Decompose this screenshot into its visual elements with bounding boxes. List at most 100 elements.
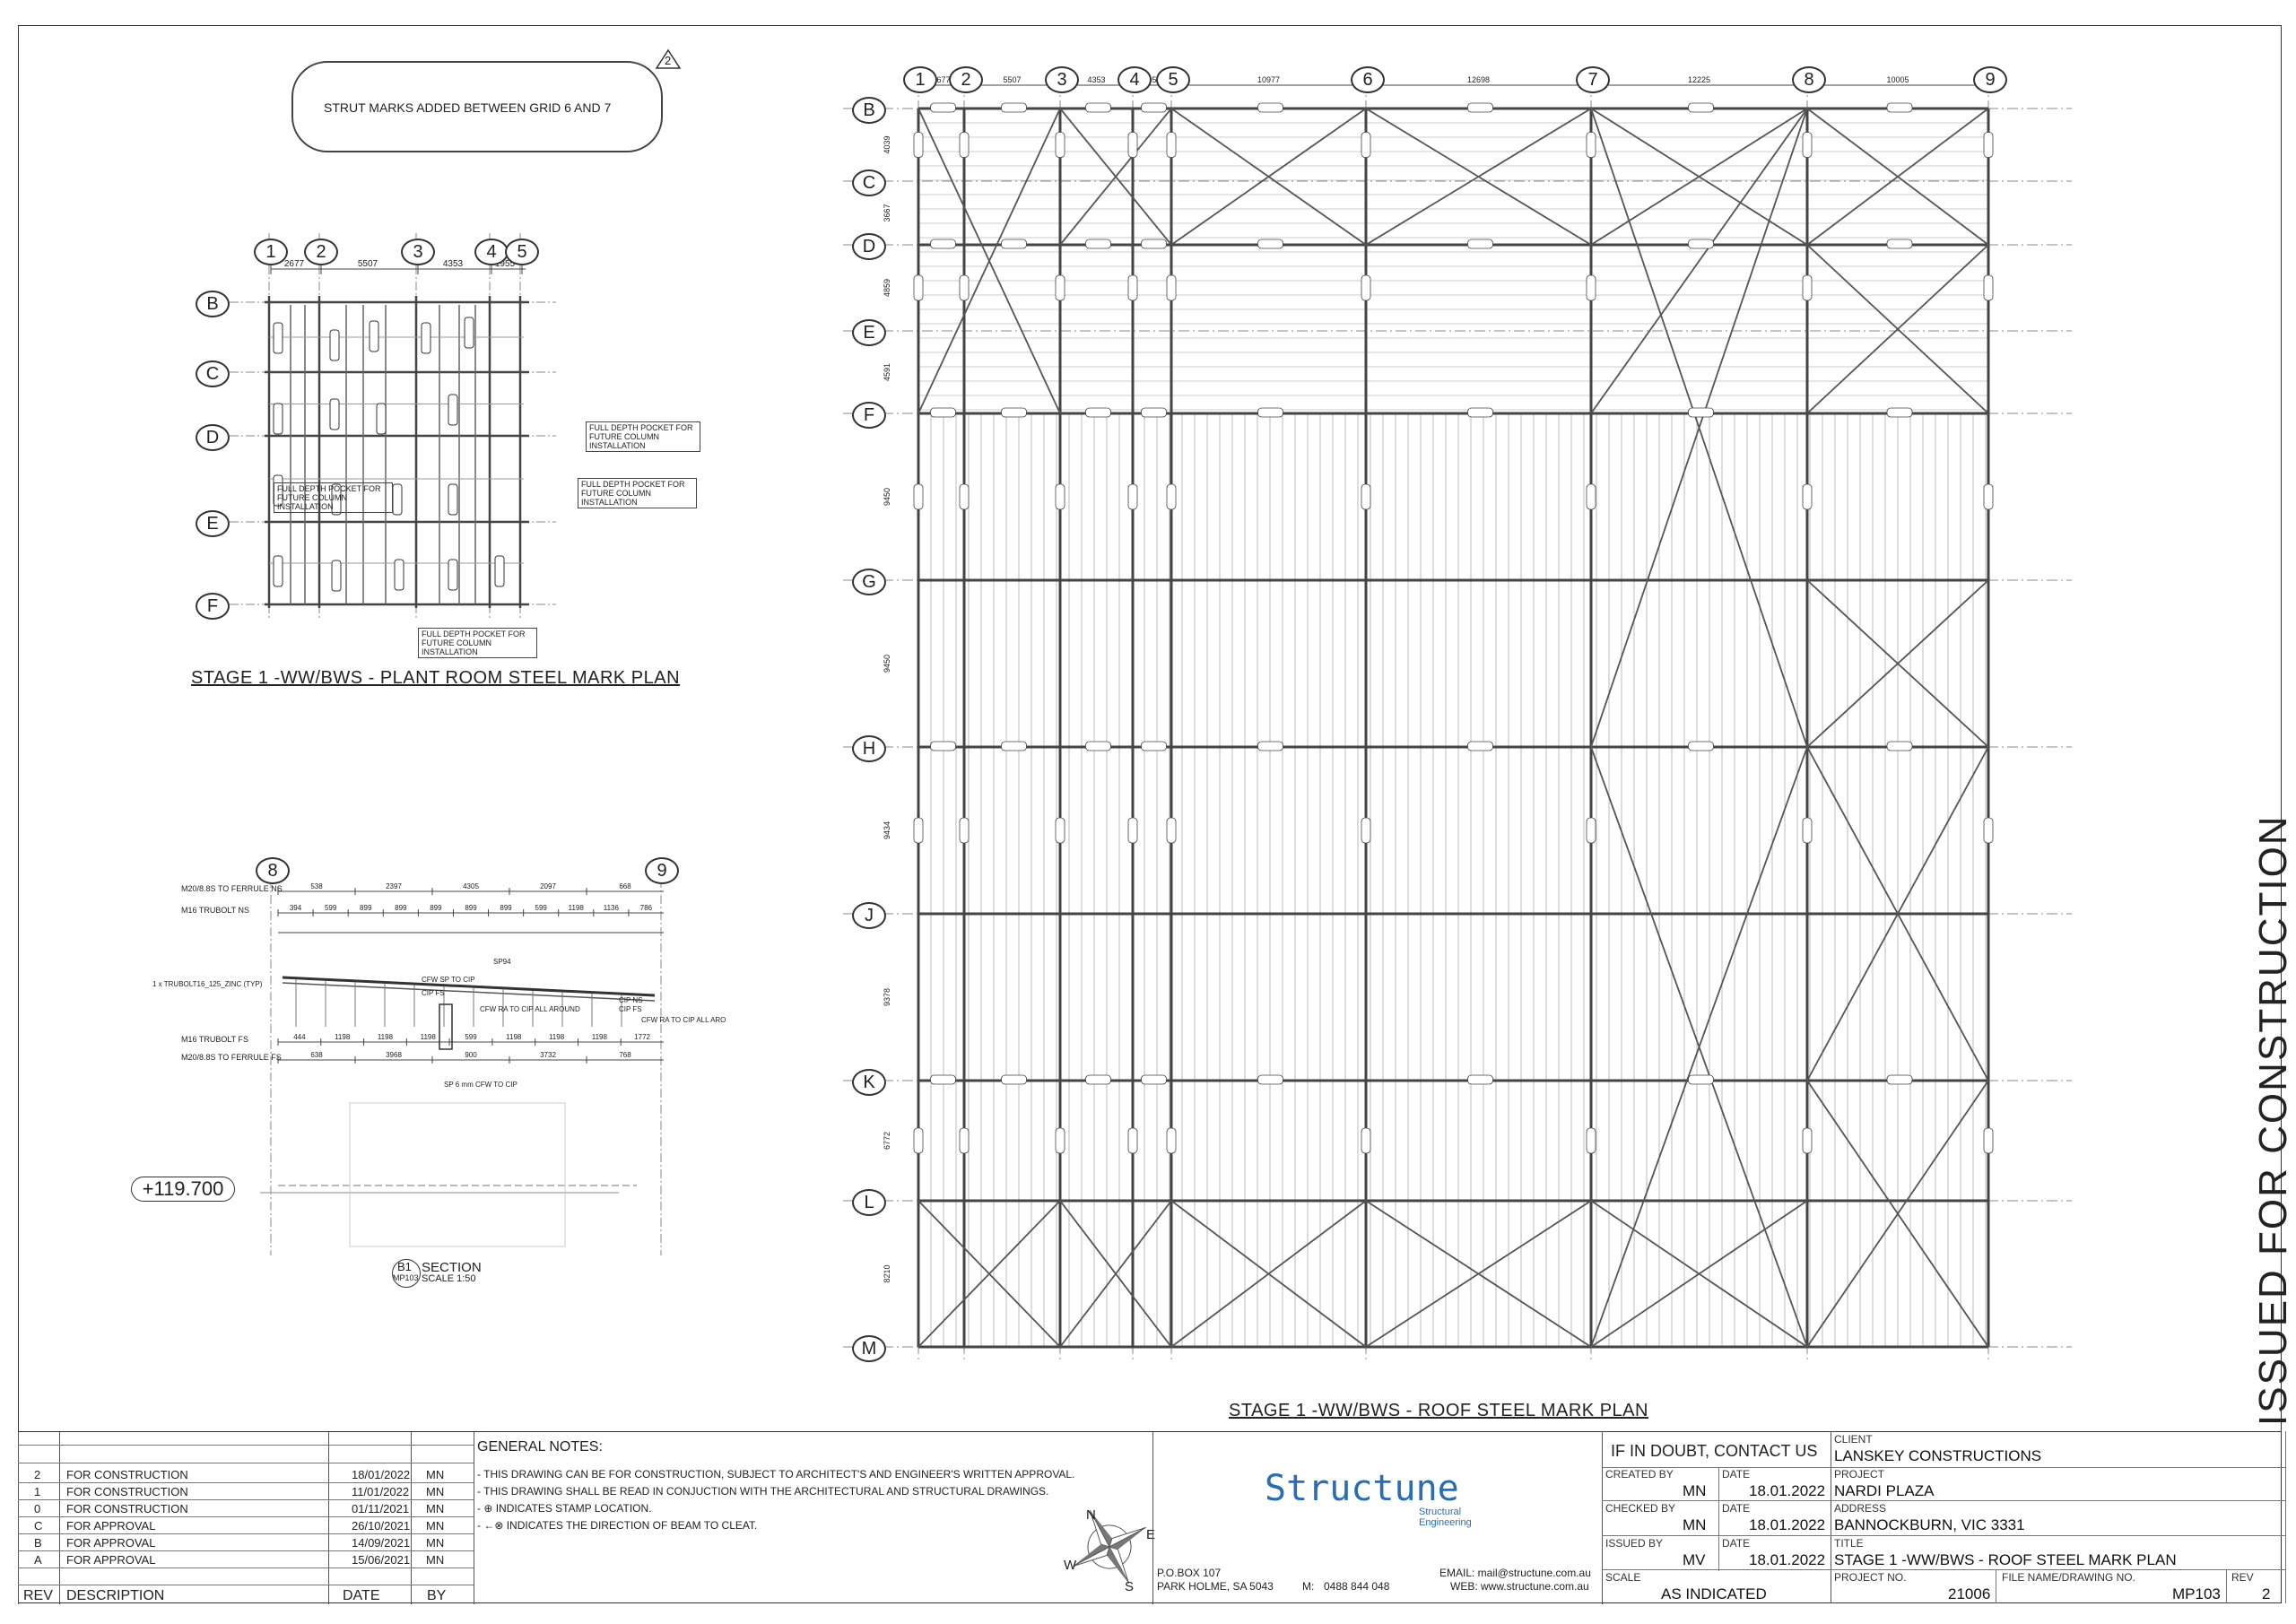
project-no-label: PROJECT NO. xyxy=(1834,1571,1907,1584)
plant-dim-x: 4353 xyxy=(443,259,464,269)
project: NARDI PLAZA xyxy=(1834,1482,1935,1499)
revision-rev: A xyxy=(34,1553,42,1567)
plant-grid-x-5: 5 xyxy=(505,239,539,265)
general-note-2: - THIS DRAWING SHALL BE READ IN CONJUCTI… xyxy=(477,1485,1049,1498)
date-2: 18.01.2022 xyxy=(1749,1516,1826,1533)
date-label-3: DATE xyxy=(1722,1537,1751,1550)
general-note-1: - THIS DRAWING CAN BE FOR CONSTRUCTION, … xyxy=(477,1468,1075,1481)
section-dim: 1198 xyxy=(569,904,585,912)
company-tagline: Structural Engineering xyxy=(1419,1507,1472,1528)
plant-dim-x: 5507 xyxy=(358,259,378,269)
revision-triangle-number: 2 xyxy=(665,54,672,67)
roof-dim-x: 2677 xyxy=(932,75,950,84)
section-row-label: M20/8.8S TO FERRULE FS xyxy=(181,1053,282,1062)
roof-grid-y-D: D xyxy=(852,233,886,260)
rev-label: REV xyxy=(2231,1571,2254,1584)
pocket-note-2: FULL DEPTH POCKET FOR FUTURE COLUMN INST… xyxy=(274,482,393,513)
revision-rev: 1 xyxy=(34,1485,41,1498)
section-mark: B1 xyxy=(397,1260,412,1273)
pocket-note-4: FULL DEPTH POCKET FOR FUTURE COLUMN INST… xyxy=(418,628,537,658)
section-callout: CFW SP TO CIP xyxy=(422,976,475,984)
section-dim: 3968 xyxy=(386,1051,402,1059)
section-dim: 1198 xyxy=(378,1033,394,1041)
roof-dim-x: 12698 xyxy=(1467,75,1490,84)
section-dim: 899 xyxy=(360,904,372,912)
checked-by: MN xyxy=(1683,1516,1707,1533)
section-dim: 4305 xyxy=(463,882,479,890)
roof-dim-x: 4353 xyxy=(1087,75,1105,84)
pocket-note-3: FULL DEPTH POCKET FOR FUTURE COLUMN INST… xyxy=(578,478,697,508)
roof-dim-y: 9450 xyxy=(883,655,891,673)
roof-grid-x-2: 2 xyxy=(949,66,983,93)
title-label: TITLE xyxy=(1834,1537,1864,1550)
section-callout: CIP FS xyxy=(422,989,445,997)
revision-description: FOR APPROVAL xyxy=(66,1553,156,1567)
company-po-box: P.O.BOX 107 xyxy=(1157,1567,1222,1579)
plant-grid-y-F: F xyxy=(196,593,230,620)
header-by: BY xyxy=(427,1588,447,1603)
compass-n: N xyxy=(1086,1507,1096,1523)
section-callout: CIP NS xyxy=(619,996,643,1004)
roof-grid-x-1: 1 xyxy=(903,66,937,93)
revision-date: 26/10/2021 xyxy=(352,1519,411,1533)
roof-dim-x: 12225 xyxy=(1688,75,1710,84)
file-label: FILE NAME/DRAWING NO. xyxy=(2002,1571,2135,1584)
section-dim: 1136 xyxy=(604,904,620,912)
roof-grid-x-4: 4 xyxy=(1118,66,1152,93)
section-grid-8: 8 xyxy=(256,857,290,884)
section-row-label: M16 TRUBOLT FS xyxy=(181,1035,249,1044)
section-grid-9: 9 xyxy=(645,857,679,884)
revision-by: MN xyxy=(426,1468,445,1481)
revision-date: 11/01/2022 xyxy=(352,1485,410,1498)
roof-grid-y-K: K xyxy=(852,1069,886,1096)
plant-dim-x: 1955 xyxy=(495,259,516,269)
revision-by: MN xyxy=(426,1536,445,1550)
company-email: EMAIL: mail@structune.com.au xyxy=(1439,1567,1591,1579)
project-label: PROJECT xyxy=(1834,1468,1885,1481)
revision-by: MN xyxy=(426,1485,445,1498)
plant-grid-y-D: D xyxy=(196,424,230,451)
section-row-label: M20/8.8S TO FERRULE NS xyxy=(181,884,283,893)
roof-grid-x-8: 8 xyxy=(1792,66,1826,93)
section-callout: SP94 xyxy=(493,958,511,966)
roof-grid-y-G: G xyxy=(852,569,886,595)
roof-dim-x: 10005 xyxy=(1886,75,1909,84)
section-callout: CIP FS xyxy=(619,1005,642,1013)
title-block: REV DESCRIPTION DATE BY GENERAL NOTES: -… xyxy=(18,1431,2282,1604)
created-by: MN xyxy=(1683,1482,1707,1499)
checked-by-label: CHECKED BY xyxy=(1605,1502,1676,1515)
section-callout: 1 x TRUBOLT16_125_ZINC (TYP) xyxy=(152,980,263,988)
section-dim: 3732 xyxy=(540,1051,556,1059)
section-dim: 638 xyxy=(310,1051,323,1059)
plant-grid-y-C: C xyxy=(196,360,230,387)
compass-e: E xyxy=(1146,1527,1156,1542)
date-1: 18.01.2022 xyxy=(1749,1482,1826,1499)
roof-grid-y-M: M xyxy=(852,1335,886,1362)
issued-by: MV xyxy=(1683,1551,1706,1568)
revision-description: FOR CONSTRUCTION xyxy=(66,1485,188,1498)
scale-label: SCALE xyxy=(1605,1571,1641,1584)
general-note-4: - ←⊗ INDICATES THE DIRECTION OF BEAM TO … xyxy=(477,1519,758,1532)
roof-dim-y: 4039 xyxy=(883,135,891,153)
section-dim: 444 xyxy=(293,1033,306,1041)
date-3: 18.01.2022 xyxy=(1749,1551,1826,1568)
roof-grid-y-B: B xyxy=(852,97,886,124)
date-label-1: DATE xyxy=(1722,1468,1751,1481)
revision-rev: C xyxy=(34,1519,43,1533)
roof-dim-y: 4591 xyxy=(883,363,891,381)
roof-grid-x-6: 6 xyxy=(1351,66,1385,93)
section-dim: 1198 xyxy=(335,1033,351,1041)
section-dim: 2397 xyxy=(386,882,402,890)
section-callout: SP 6 mm CFW TO CIP xyxy=(444,1081,517,1089)
revision-description: FOR CONSTRUCTION xyxy=(66,1468,188,1481)
address-label: ADDRESS xyxy=(1834,1502,1887,1515)
plant-grid-x-1: 1 xyxy=(254,239,288,265)
general-notes-heading: GENERAL NOTES: xyxy=(477,1439,603,1455)
roof-grid-y-E: E xyxy=(852,319,886,346)
revision-date: 14/09/2021 xyxy=(352,1536,411,1550)
revision-description: FOR APPROVAL xyxy=(66,1536,156,1550)
section-dim: 899 xyxy=(500,904,512,912)
